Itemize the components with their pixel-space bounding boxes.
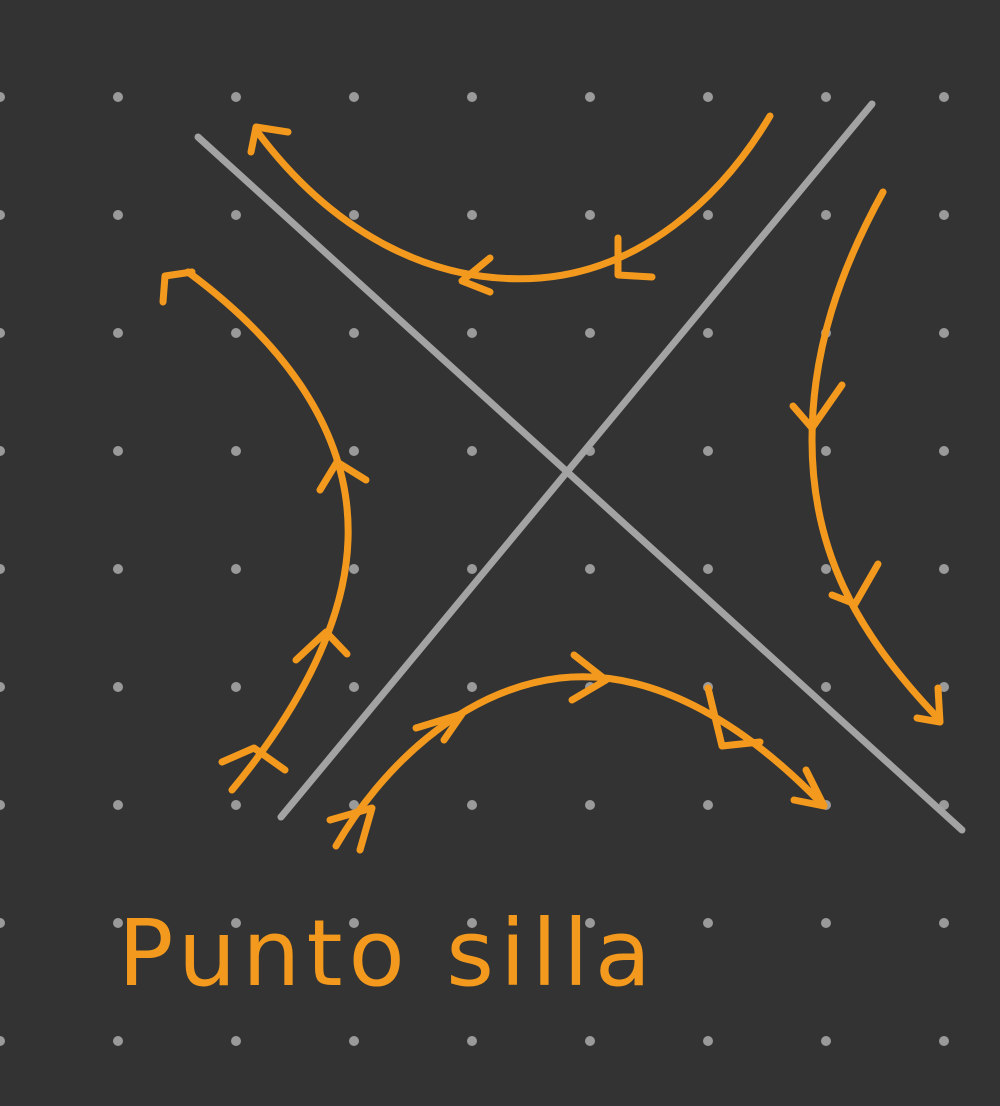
grid-dot [349, 918, 359, 928]
grid-dot [113, 682, 123, 692]
grid-dot [113, 800, 123, 810]
grid-dot [231, 682, 241, 692]
grid-dot [703, 328, 713, 338]
arrowhead-icon [790, 766, 828, 810]
grid-dot [467, 1036, 477, 1046]
grid-dot [467, 918, 477, 928]
grid-dot [0, 800, 5, 810]
grid-dot [113, 918, 123, 928]
grid-dot [939, 1036, 949, 1046]
grid-dot [821, 682, 831, 692]
grid-dot [467, 564, 477, 574]
grid-dot [821, 564, 831, 574]
grid-dot [0, 446, 5, 456]
grid-dot [231, 564, 241, 574]
grid-dot [821, 918, 831, 928]
grid-dot [0, 918, 5, 928]
grid-dot [113, 446, 123, 456]
grid-dot [0, 92, 5, 102]
grid-dot [349, 564, 359, 574]
grid-dot [585, 564, 595, 574]
grid-dot [0, 682, 5, 692]
arrowhead-icon [704, 684, 764, 750]
grid-dot [231, 1036, 241, 1046]
grid-dot [349, 682, 359, 692]
grid-dot [821, 92, 831, 102]
grid-dot [585, 918, 595, 928]
arrowhead-icon [292, 628, 351, 664]
grid-dot [349, 328, 359, 338]
grid-dot [939, 564, 949, 574]
arrowhead-icon [789, 381, 846, 432]
grid-dot [585, 210, 595, 220]
diagram-caption: Punto silla [118, 900, 658, 1007]
grid-dot [349, 446, 359, 456]
grid-dot [349, 800, 359, 810]
grid-dot [703, 918, 713, 928]
grid-dot [349, 210, 359, 220]
grid-dot [231, 92, 241, 102]
arrowhead-icon [326, 804, 376, 854]
grid-dot [231, 328, 241, 338]
trajectories [159, 112, 944, 854]
arrowhead-icon [568, 651, 610, 704]
trajectory-top [252, 112, 774, 283]
grid-dot [0, 564, 5, 574]
trajectory-right [808, 188, 939, 719]
arrowhead-icon [828, 560, 882, 608]
arrowhead-icon [412, 710, 466, 744]
grid-dot [467, 446, 477, 456]
arrowhead-icon [614, 234, 656, 281]
grid-dot [585, 328, 595, 338]
grid-dot [231, 210, 241, 220]
grid-dot [585, 1036, 595, 1046]
grid-dot [113, 564, 123, 574]
trajectory-bottom [332, 673, 824, 850]
trajectory-left [184, 268, 352, 794]
grid-dot [467, 210, 477, 220]
grid-dot [349, 1036, 359, 1046]
grid-dot [821, 1036, 831, 1046]
arrowhead-icon [247, 123, 292, 156]
grid-dot [939, 92, 949, 102]
grid-dot [0, 328, 5, 338]
grid-dot [703, 92, 713, 102]
arrowhead-icon [159, 268, 196, 306]
arrowhead-icon [913, 684, 944, 726]
grid-dot [703, 564, 713, 574]
grid-dot [231, 918, 241, 928]
grid-dot [467, 328, 477, 338]
grid-dot [231, 800, 241, 810]
grid-dot [703, 446, 713, 456]
grid-dot [703, 800, 713, 810]
separatrix-lines [194, 100, 966, 834]
grid-dot [0, 1036, 5, 1046]
grid-dot [349, 92, 359, 102]
grid-dot [939, 918, 949, 928]
arrowhead-icon [458, 254, 494, 296]
grid-dot [939, 328, 949, 338]
grid-dot [585, 800, 595, 810]
grid-dot [939, 446, 949, 456]
grid-dot [113, 328, 123, 338]
grid-dot [113, 210, 123, 220]
grid-dot [467, 800, 477, 810]
grid-dot [113, 1036, 123, 1046]
grid-dot [939, 210, 949, 220]
grid-dot [821, 210, 831, 220]
unstable-separatrix-line [277, 100, 876, 821]
grid-dot [231, 446, 241, 456]
grid-dot [467, 92, 477, 102]
grid-dot [703, 210, 713, 220]
grid-dot [113, 92, 123, 102]
arrowhead-icon [316, 458, 370, 494]
grid-dot [703, 1036, 713, 1046]
grid-dot [585, 92, 595, 102]
grid-dot [467, 682, 477, 692]
grid-dot [0, 210, 5, 220]
arrowhead-icon [218, 744, 289, 774]
stable-separatrix-line [194, 133, 966, 834]
grid-dot [821, 446, 831, 456]
